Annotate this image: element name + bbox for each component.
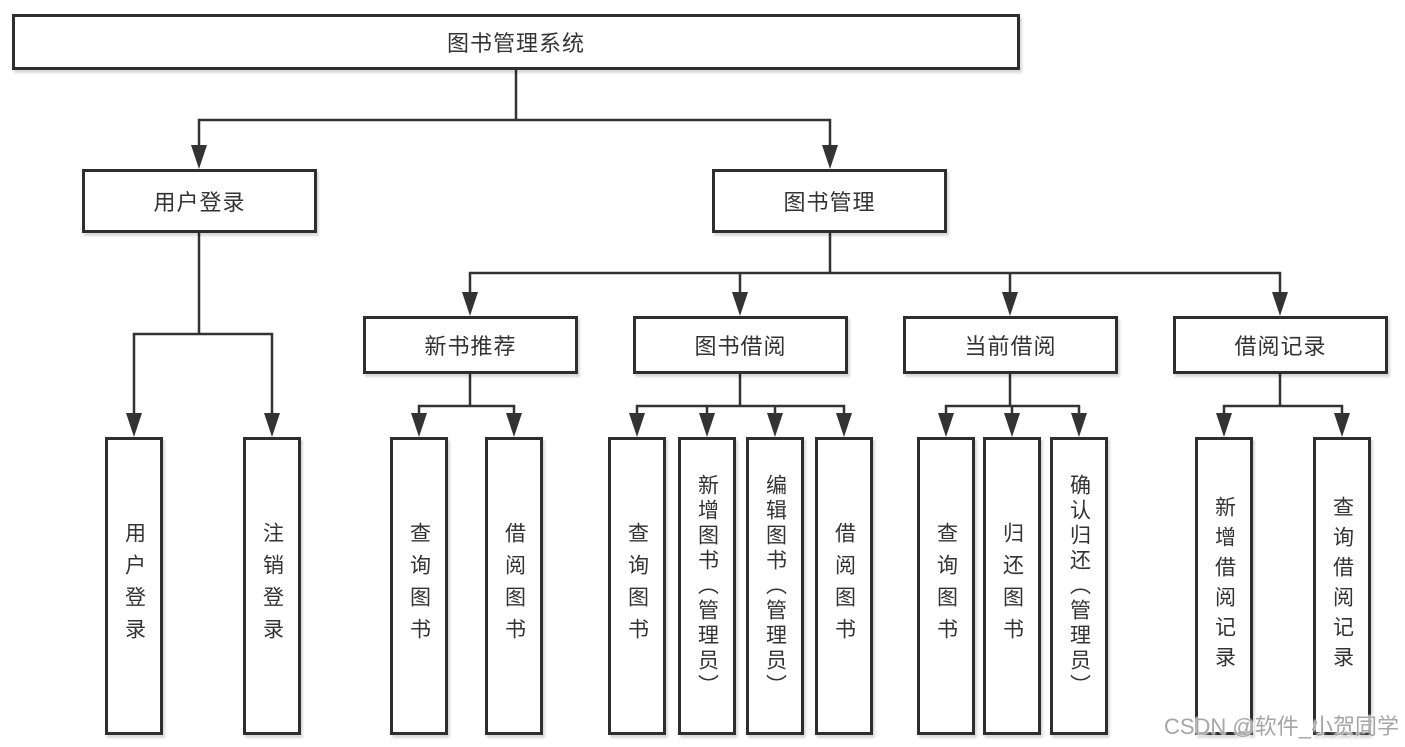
node-label: 图书借阅	[694, 334, 787, 359]
node-label: 借阅记录	[1234, 334, 1327, 359]
arrow-down-icon	[1071, 413, 1087, 437]
node-leaf-edit-book-admin: 编辑图书（管理员）	[746, 437, 804, 735]
node-leaf-return-books: 归还图书	[983, 437, 1041, 735]
connector-root	[191, 70, 838, 169]
arrow-down-icon	[629, 413, 645, 437]
arrow-down-icon	[1216, 413, 1232, 437]
node-user-login: 用户登录	[82, 169, 317, 233]
connector-user-login	[126, 233, 280, 437]
node-label: 归还图书	[1000, 522, 1024, 650]
arrow-down-icon	[462, 292, 478, 316]
node-label: 借阅图书	[502, 522, 526, 650]
node-new-book-recommend: 新书推荐	[363, 316, 578, 374]
node-label: 查询借阅记录	[1330, 496, 1354, 676]
arrow-down-icon	[822, 145, 838, 169]
node-label: 新增借阅记录	[1212, 496, 1236, 676]
arrow-down-icon	[836, 413, 852, 437]
node-label: 图书管理	[783, 190, 876, 215]
node-label: 借阅图书	[832, 522, 856, 650]
node-book-borrow: 图书借阅	[633, 316, 848, 374]
node-label: 编辑图书（管理员）	[763, 473, 787, 699]
arrow-down-icon	[126, 413, 142, 437]
arrow-down-icon	[411, 413, 427, 437]
node-book-management: 图书管理	[712, 169, 947, 233]
arrow-down-icon	[938, 413, 954, 437]
node-library-system: 图书管理系统	[12, 14, 1020, 70]
arrow-down-icon	[264, 413, 280, 437]
node-label: 图书管理系统	[446, 31, 585, 56]
node-label: 用户登录	[122, 522, 146, 650]
node-leaf-query-books: 查询图书	[608, 437, 666, 735]
node-label: 新书推荐	[424, 334, 517, 359]
node-label: 查询图书	[934, 522, 958, 650]
node-label: 用户登录	[153, 190, 246, 215]
node-leaf-logout: 注销登录	[243, 437, 301, 735]
node-leaf-borrow-books: 借阅图书	[815, 437, 873, 735]
arrow-down-icon	[1334, 413, 1350, 437]
connector-book-mgmt	[462, 233, 1288, 316]
csdn-watermark: CSDN @软件_小贺同学	[1163, 714, 1399, 739]
connector-new-book-recommend	[411, 374, 522, 437]
arrow-down-icon	[191, 145, 207, 169]
node-leaf-borrow-books: 借阅图书	[485, 437, 543, 735]
node-leaf-add-book-admin: 新增图书（管理员）	[678, 437, 736, 735]
node-leaf-query-borrow-record: 查询借阅记录	[1313, 437, 1371, 735]
node-label: 查询图书	[407, 522, 431, 650]
node-current-borrow: 当前借阅	[903, 316, 1118, 374]
node-label: 注销登录	[260, 522, 284, 650]
node-leaf-query-books: 查询图书	[917, 437, 975, 735]
node-leaf-query-books: 查询图书	[390, 437, 448, 735]
node-borrow-records: 借阅记录	[1173, 316, 1388, 374]
node-label: 确认归还（管理员）	[1067, 473, 1091, 699]
node-label: 新增图书（管理员）	[695, 473, 719, 699]
arrow-down-icon	[1272, 292, 1288, 316]
node-leaf-user-login: 用户登录	[105, 437, 163, 735]
connector-current-borrow	[938, 374, 1087, 437]
arrow-down-icon	[699, 413, 715, 437]
connector-borrow-records	[1216, 374, 1350, 437]
arrow-down-icon	[506, 413, 522, 437]
node-leaf-confirm-return-admin: 确认归还（管理员）	[1050, 437, 1108, 735]
arrow-down-icon	[732, 292, 748, 316]
connector-book-borrow	[629, 374, 852, 437]
arrow-down-icon	[1002, 292, 1018, 316]
node-label: 当前借阅	[964, 334, 1057, 359]
arrow-down-icon	[767, 413, 783, 437]
node-label: 查询图书	[625, 522, 649, 650]
arrow-down-icon	[1004, 413, 1020, 437]
node-leaf-add-borrow-record: 新增借阅记录	[1195, 437, 1253, 735]
